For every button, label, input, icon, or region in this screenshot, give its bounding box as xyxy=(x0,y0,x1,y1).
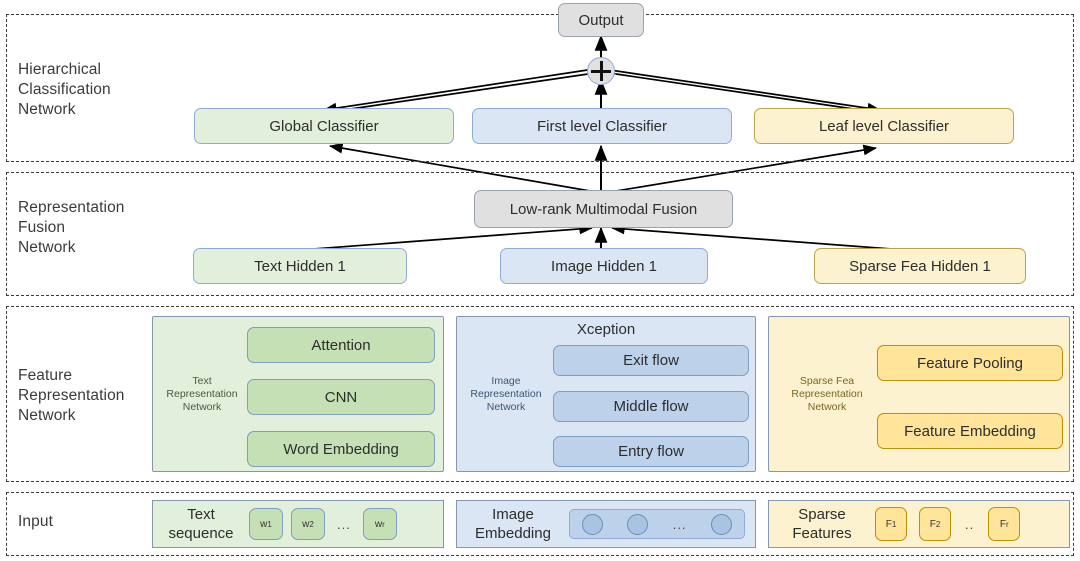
leaf-level-classifier-node[interactable]: Leaf level Classifier xyxy=(754,108,1014,144)
feature-pooling-block[interactable]: Feature Pooling xyxy=(877,345,1063,381)
exit-flow-block[interactable]: Exit flow xyxy=(553,345,749,376)
cnn-block[interactable]: CNN xyxy=(247,379,435,415)
entry-flow-block[interactable]: Entry flow xyxy=(553,436,749,467)
middle-flow-block[interactable]: Middle flow xyxy=(553,391,749,422)
section-feature-representation-network xyxy=(6,306,1074,482)
embedding-ellipsis: ... xyxy=(672,516,687,532)
image-representation-panel: Xception Image Representation Network Ex… xyxy=(456,316,756,472)
sum-plus-icon xyxy=(587,57,615,85)
text-token-ellipsis: ... xyxy=(337,516,351,532)
sparse-fea-representation-panel: Sparse Fea Representation Network Featur… xyxy=(768,316,1070,472)
output-node[interactable]: Output xyxy=(558,3,644,37)
text-representation-panel: Text Representation Network Attention CN… xyxy=(152,316,444,472)
sparse-representation-side-label: Sparse Fea Representation Network xyxy=(791,375,863,413)
embedding-circle-2 xyxy=(627,513,649,535)
image-hidden-node[interactable]: Image Hidden 1 xyxy=(500,248,708,284)
section-label-fusion: Representation Fusion Network xyxy=(18,199,125,256)
section-input xyxy=(6,492,1074,556)
sparse-features-label: Sparse Features xyxy=(792,506,852,542)
xception-label: Xception xyxy=(576,321,636,338)
section-label-feature: Feature Representation Network xyxy=(18,367,125,424)
image-embedding-label: Image Embedding xyxy=(475,506,551,542)
image-representation-side-label: Image Representation Network xyxy=(470,375,542,413)
attention-block[interactable]: Attention xyxy=(247,327,435,363)
text-representation-side-label: Text Representation Network xyxy=(166,375,238,413)
low-rank-multimodal-fusion-node[interactable]: Low-rank Multimodal Fusion xyxy=(474,190,733,228)
section-label-input: Input xyxy=(18,513,53,530)
image-embedding-input-strip: Image Embedding ... xyxy=(456,500,756,548)
section-representation-fusion-network xyxy=(6,172,1074,296)
image-embedding-vector[interactable]: ... xyxy=(569,509,745,539)
feature-embedding-block[interactable]: Feature Embedding xyxy=(877,413,1063,449)
sparse-fea-hidden-node[interactable]: Sparse Fea Hidden 1 xyxy=(814,248,1026,284)
section-label-hierarchical: Hierarchical Classification Network xyxy=(18,61,111,118)
text-hidden-node[interactable]: Text Hidden 1 xyxy=(193,248,407,284)
sparse-token-ellipsis: .. xyxy=(965,516,975,532)
global-classifier-node[interactable]: Global Classifier xyxy=(194,108,454,144)
embedding-circle-1 xyxy=(582,513,604,535)
word-embedding-block[interactable]: Word Embedding xyxy=(247,431,435,467)
section-hierarchical-classification-network xyxy=(6,14,1074,162)
first-level-classifier-node[interactable]: First level Classifier xyxy=(472,108,732,144)
embedding-circle-3 xyxy=(710,513,732,535)
text-sequence-label: Text sequence xyxy=(168,506,234,542)
